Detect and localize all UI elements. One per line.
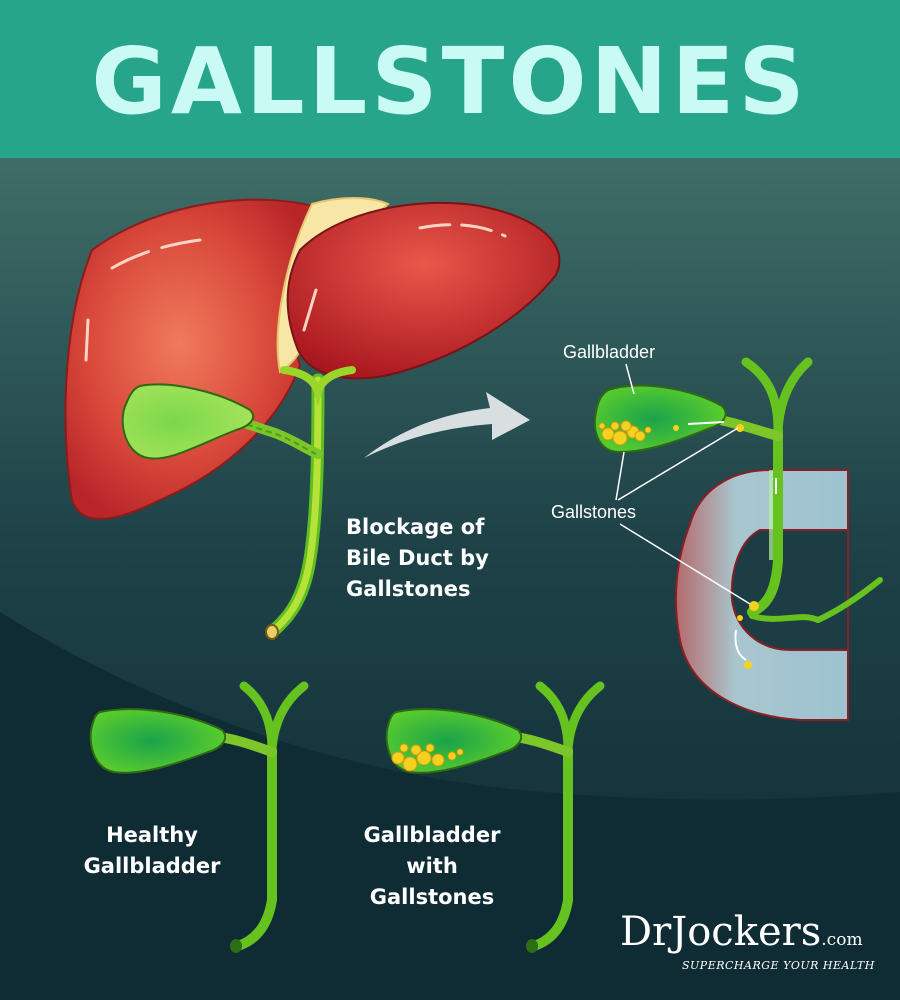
gallstone — [737, 615, 743, 621]
bile-duct — [529, 745, 573, 951]
liver-highlight — [110, 238, 202, 270]
gallstone — [673, 425, 679, 431]
bile-duct — [233, 745, 277, 951]
bile-duct — [268, 376, 322, 636]
healthy-gallbladder-label: Healthy Gallbladder — [83, 823, 221, 878]
blockage-label: Blockage of Bile Duct by Gallstones — [346, 515, 489, 601]
callout-line — [625, 363, 635, 395]
duodenum-inner — [730, 529, 849, 651]
gallstone — [744, 661, 752, 669]
gallstone — [736, 424, 744, 432]
brand-tagline: SUPERCHARGE YOUR HEALTH — [682, 959, 875, 972]
gallstones-gallbladder-illustration — [385, 681, 605, 953]
gallbladder-with-gallstones-label: Gallbladder with Gallstones — [363, 823, 501, 909]
gallstones-cluster — [598, 420, 652, 446]
cystic-duct — [715, 415, 783, 441]
header-banner: GALLSTONES — [0, 0, 900, 158]
liver-highlight — [418, 223, 507, 238]
liver-highlight — [302, 288, 318, 332]
gallstones-cluster — [391, 743, 464, 772]
hepatic-duct — [239, 681, 309, 755]
illustration — [0, 158, 900, 1000]
callout-line — [619, 523, 751, 605]
page-title: GALLSTONES — [91, 28, 809, 135]
liver-highlight — [84, 318, 90, 362]
hepatic-duct — [280, 366, 356, 407]
brand-name: DrJockers.com — [620, 912, 890, 960]
duct-opening — [265, 624, 279, 640]
gallstone — [749, 601, 759, 611]
gallstones-callout-label: Gallstones — [551, 502, 637, 522]
callout-line — [617, 427, 739, 501]
flow-arrow — [687, 421, 725, 425]
hepatic-duct — [535, 681, 605, 755]
pancreatic-duct — [749, 577, 883, 624]
healthy-gallbladder-illustration — [89, 681, 309, 953]
blocked-duct-detail — [593, 357, 883, 721]
gallbladder — [121, 383, 255, 460]
gallbladder — [89, 708, 227, 774]
duct-opening — [230, 939, 242, 953]
hepatic-duct — [741, 357, 813, 435]
liver-illustration — [64, 197, 561, 640]
callout-line — [615, 451, 625, 501]
brand-logo: DrJockers.com SUPERCHARGE YOUR HEALTH — [620, 912, 890, 972]
duct-opening — [526, 939, 538, 953]
lower-background-curve — [0, 612, 900, 1000]
liver-right-lobe — [286, 201, 561, 380]
brand-name-prefix: DrJockers — [620, 909, 822, 955]
flow-arrow — [734, 629, 747, 661]
brand-name-suffix: .com — [821, 930, 863, 950]
transition-arrow — [364, 392, 530, 458]
gallbladder-callout-label: Gallbladder — [563, 342, 656, 362]
